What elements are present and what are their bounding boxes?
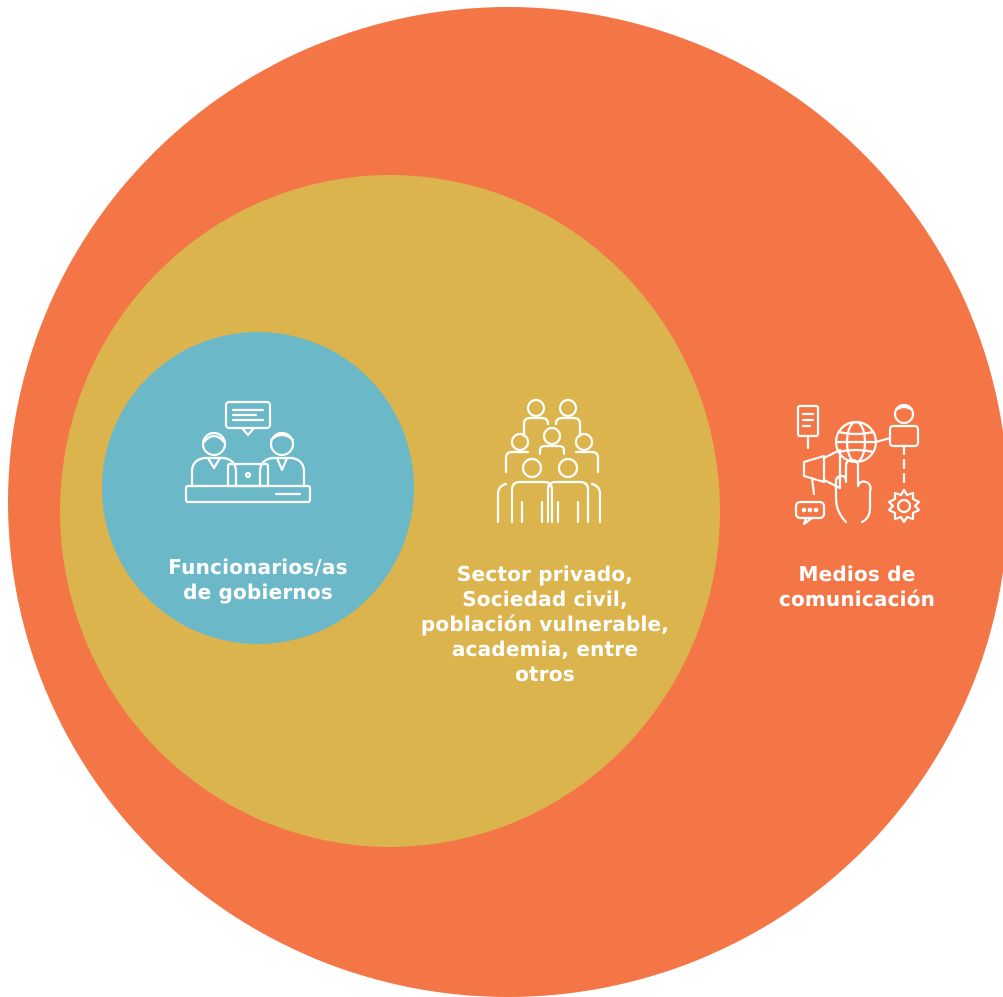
society-label-line-5: otros (515, 662, 575, 686)
society-label-line-1: Sector privado, (456, 562, 634, 586)
government-officials-icon (182, 400, 314, 504)
officials-label-line-1: Funcionarios/as (168, 555, 348, 579)
society-label: Sector privado, Sociedad civil, població… (380, 562, 710, 687)
media-communication-icon (794, 402, 924, 526)
media-label-line-1: Medios de (798, 562, 916, 586)
inner-circle-officials (102, 332, 414, 644)
media-label-line-2: comunicación (778, 587, 936, 611)
society-label-line-2: Sociedad civil, (462, 587, 628, 611)
group-of-people-icon (494, 398, 604, 526)
media-label: Medios de comunicación (742, 562, 972, 612)
society-label-line-4: academia, entre (451, 637, 639, 661)
society-label-line-3: población vulnerable, (420, 612, 670, 636)
officials-label-line-2: de gobiernos (183, 580, 333, 604)
officials-label: Funcionarios/as de gobiernos (118, 555, 398, 605)
